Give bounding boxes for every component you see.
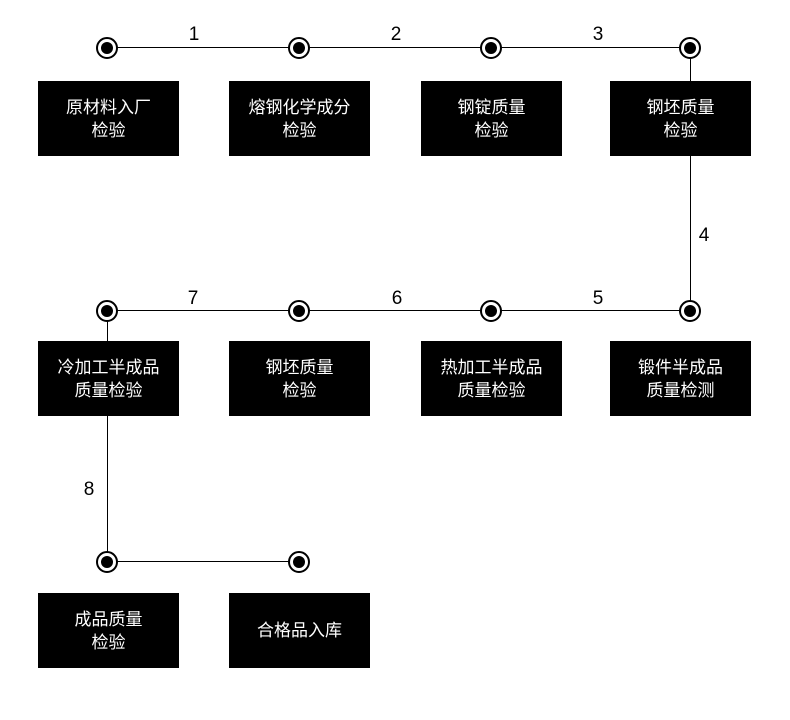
edge-label-8: 8 xyxy=(83,479,95,500)
flow-node-finished-product xyxy=(96,551,118,573)
box-qualified-product-storage: 合格品入库 xyxy=(229,593,370,668)
edge-label-6: 6 xyxy=(391,288,403,309)
box-raw-material-inspection: 原材料入厂 检验 xyxy=(38,81,179,156)
flow-node-qualified-storage xyxy=(288,551,310,573)
edge-label-5: 5 xyxy=(592,288,604,309)
connector-line-right-vertical xyxy=(690,48,691,311)
flow-node-hot-worked xyxy=(480,300,502,322)
edge-label-7: 7 xyxy=(187,288,199,309)
node-dot-icon xyxy=(101,42,113,54)
flow-node-billet-top xyxy=(679,37,701,59)
connector-line-left-vertical xyxy=(107,311,108,562)
flow-node-billet-mid xyxy=(288,300,310,322)
node-dot-icon xyxy=(101,556,113,568)
node-dot-icon xyxy=(293,305,305,317)
box-cold-worked-semi-inspection: 冷加工半成品 质量检验 xyxy=(38,341,179,416)
box-billet-quality-inspection-top: 钢坯质量 检验 xyxy=(610,81,751,156)
flow-node-raw-material xyxy=(96,37,118,59)
node-dot-icon xyxy=(485,305,497,317)
edge-label-1: 1 xyxy=(188,24,200,45)
node-dot-icon xyxy=(684,42,696,54)
edge-label-2: 2 xyxy=(390,24,402,45)
box-hot-worked-semi-inspection: 热加工半成品 质量检验 xyxy=(421,341,562,416)
node-dot-icon xyxy=(485,42,497,54)
edge-label-4: 4 xyxy=(698,225,710,246)
flow-node-molten-steel xyxy=(288,37,310,59)
node-dot-icon xyxy=(684,305,696,317)
node-dot-icon xyxy=(293,556,305,568)
node-dot-icon xyxy=(293,42,305,54)
connector-line-row1 xyxy=(107,47,690,48)
box-ingot-quality-inspection: 钢锭质量 检验 xyxy=(421,81,562,156)
box-billet-quality-inspection-mid: 钢坯质量 检验 xyxy=(229,341,370,416)
flow-node-cold-worked xyxy=(96,300,118,322)
node-dot-icon xyxy=(101,305,113,317)
connector-line-row3 xyxy=(107,561,299,562)
flow-node-ingot xyxy=(480,37,502,59)
box-molten-steel-composition: 熔钢化学成分 检验 xyxy=(229,81,370,156)
connector-line-row2 xyxy=(107,310,690,311)
edge-label-3: 3 xyxy=(592,24,604,45)
box-forging-semi-testing: 锻件半成品 质量检测 xyxy=(610,341,751,416)
flow-node-forging xyxy=(679,300,701,322)
box-finished-product-inspection: 成品质量 检验 xyxy=(38,593,179,668)
